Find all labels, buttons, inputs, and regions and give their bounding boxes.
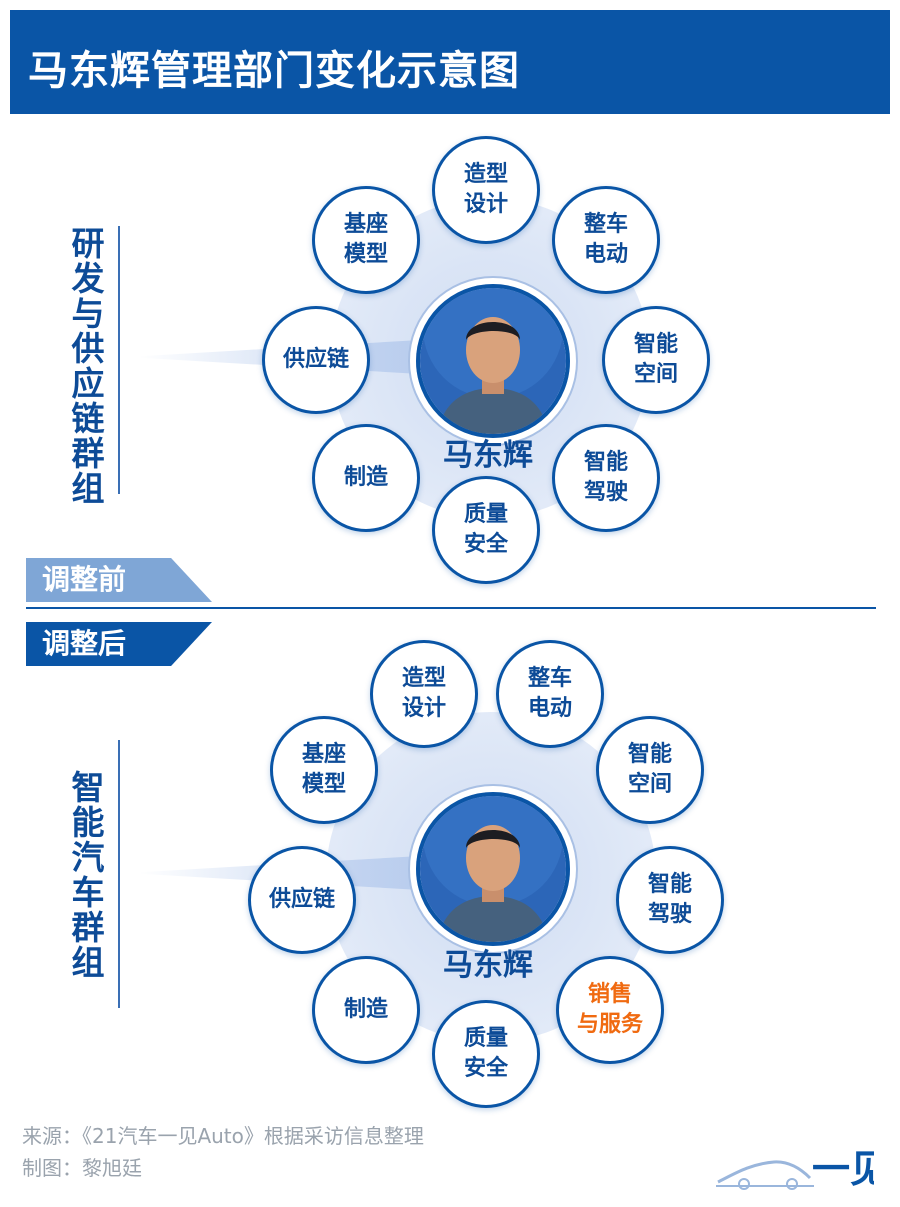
after-avatar — [416, 792, 570, 946]
page-title: 马东辉管理部门变化示意图 — [28, 48, 520, 94]
before-node: 质量 安全 — [432, 476, 540, 584]
before-group-line — [118, 226, 120, 494]
brand-logo: 一见 — [714, 1134, 888, 1194]
after-node: 造型 设计 — [370, 640, 478, 748]
section-divider — [26, 607, 876, 609]
after-center-name: 马东辉 — [443, 948, 533, 983]
before-node: 造型 设计 — [432, 136, 540, 244]
title-banner: 马东辉管理部门变化示意图 — [10, 10, 890, 114]
after-node: 整车 电动 — [496, 640, 604, 748]
before-node: 智能 驾驶 — [552, 424, 660, 532]
after-node: 质量 安全 — [432, 1000, 540, 1108]
after-node: 基座 模型 — [270, 716, 378, 824]
after-node: 制造 — [312, 956, 420, 1064]
logo-text: 一见 — [812, 1146, 874, 1191]
before-group-label: 研发与供应链群组 — [71, 224, 105, 508]
after-group-line — [118, 740, 120, 1008]
before-node: 制造 — [312, 424, 420, 532]
before-badge: 调整前 — [26, 558, 212, 602]
before-node: 供应链 — [262, 306, 370, 414]
after-node: 智能 驾驶 — [616, 846, 724, 954]
after-node: 供应链 — [248, 846, 356, 954]
before-node: 基座 模型 — [312, 186, 420, 294]
before-node: 智能 空间 — [602, 306, 710, 414]
credit-note: 制图：黎旭廷 — [22, 1156, 142, 1180]
after-badge: 调整后 — [26, 622, 212, 666]
after-group-label: 智能汽车群组 — [71, 768, 105, 982]
before-node: 整车 电动 — [552, 186, 660, 294]
after-node: 销售 与服务 — [556, 956, 664, 1064]
after-node: 智能 空间 — [596, 716, 704, 824]
before-center-name: 马东辉 — [443, 438, 533, 473]
source-note: 来源：《21汽车一见Auto》根据采访信息整理 — [22, 1124, 424, 1148]
before-avatar — [416, 284, 570, 438]
